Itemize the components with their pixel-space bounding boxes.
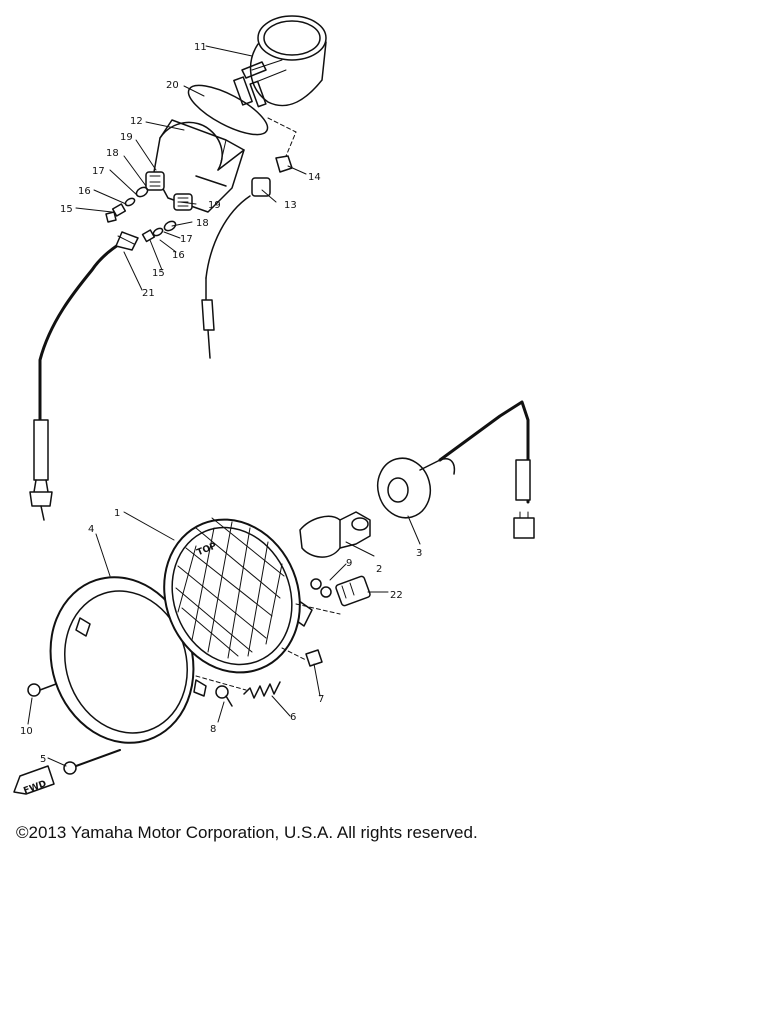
copyright-notice: ©2013 Yamaha Motor Corporation, U.S.A. A… bbox=[16, 823, 478, 842]
exploded-parts-diagram: TOP bbox=[13, 15, 535, 797]
part-nut bbox=[305, 649, 323, 667]
part-long-screw bbox=[63, 749, 121, 775]
speedometer-assembly bbox=[29, 15, 327, 521]
callout-4: 4 bbox=[88, 524, 94, 535]
callout-6: 6 bbox=[290, 712, 296, 723]
callout-10: 10 bbox=[20, 726, 33, 737]
callout-16-right: 16 bbox=[172, 250, 185, 261]
forward-arrow-icon: FWD bbox=[13, 765, 55, 797]
part-indicator-socket bbox=[201, 177, 271, 359]
callout-21: 21 bbox=[142, 288, 155, 299]
callout-19-left: 19 bbox=[120, 132, 133, 143]
part-nut-right bbox=[141, 229, 156, 243]
part-screw-pair bbox=[310, 578, 332, 598]
part-meter bbox=[233, 15, 327, 108]
callout-20: 20 bbox=[166, 80, 179, 91]
callout-22: 22 bbox=[390, 590, 403, 601]
headlight-leader-lines bbox=[27, 511, 421, 767]
callout-19-right: 19 bbox=[208, 200, 221, 211]
callout-8: 8 bbox=[210, 724, 216, 735]
callout-18-left: 18 bbox=[106, 148, 119, 159]
part-socket-connector bbox=[335, 575, 371, 607]
callout-12: 12 bbox=[130, 116, 143, 127]
callout-2: 2 bbox=[376, 564, 382, 575]
callout-15-left: 15 bbox=[60, 204, 73, 215]
part-connector-cap bbox=[376, 457, 456, 519]
callout-9: 9 bbox=[346, 558, 352, 569]
callout-14: 14 bbox=[308, 172, 321, 183]
part-screw-8 bbox=[215, 685, 233, 707]
callout-18-right: 18 bbox=[196, 218, 209, 229]
part-gasket bbox=[187, 84, 269, 136]
part-socket-left bbox=[145, 171, 165, 191]
part-washer-left bbox=[124, 197, 136, 207]
callout-17-right: 17 bbox=[180, 234, 193, 245]
part-screw-10 bbox=[27, 683, 57, 697]
callout-5: 5 bbox=[40, 754, 46, 765]
callout-15-right: 15 bbox=[152, 268, 165, 279]
part-wire-harness bbox=[438, 400, 535, 539]
callout-11: 11 bbox=[194, 42, 207, 53]
callout-16-left: 16 bbox=[78, 186, 91, 197]
part-adjusting-spring bbox=[243, 681, 281, 699]
part-meter-body bbox=[153, 119, 245, 213]
callout-labels: 1 2 3 4 5 6 7 8 9 10 11 12 13 14 15 15 1… bbox=[20, 42, 422, 765]
speedometer-leader-lines bbox=[75, 45, 307, 291]
part-bulb-socket bbox=[299, 511, 371, 558]
callout-1: 1 bbox=[114, 508, 120, 519]
callout-17-left: 17 bbox=[92, 166, 105, 177]
callout-7: 7 bbox=[318, 694, 324, 705]
part-speedo-cable bbox=[29, 231, 139, 521]
part-bulb-right bbox=[163, 220, 177, 232]
headlight-assembly: TOP bbox=[13, 400, 535, 797]
callout-13: 13 bbox=[284, 200, 297, 211]
part-indicator-bulb bbox=[275, 155, 293, 173]
part-bolt-left bbox=[105, 211, 117, 223]
part-sealed-beam: TOP bbox=[163, 517, 313, 674]
callout-3: 3 bbox=[416, 548, 422, 559]
